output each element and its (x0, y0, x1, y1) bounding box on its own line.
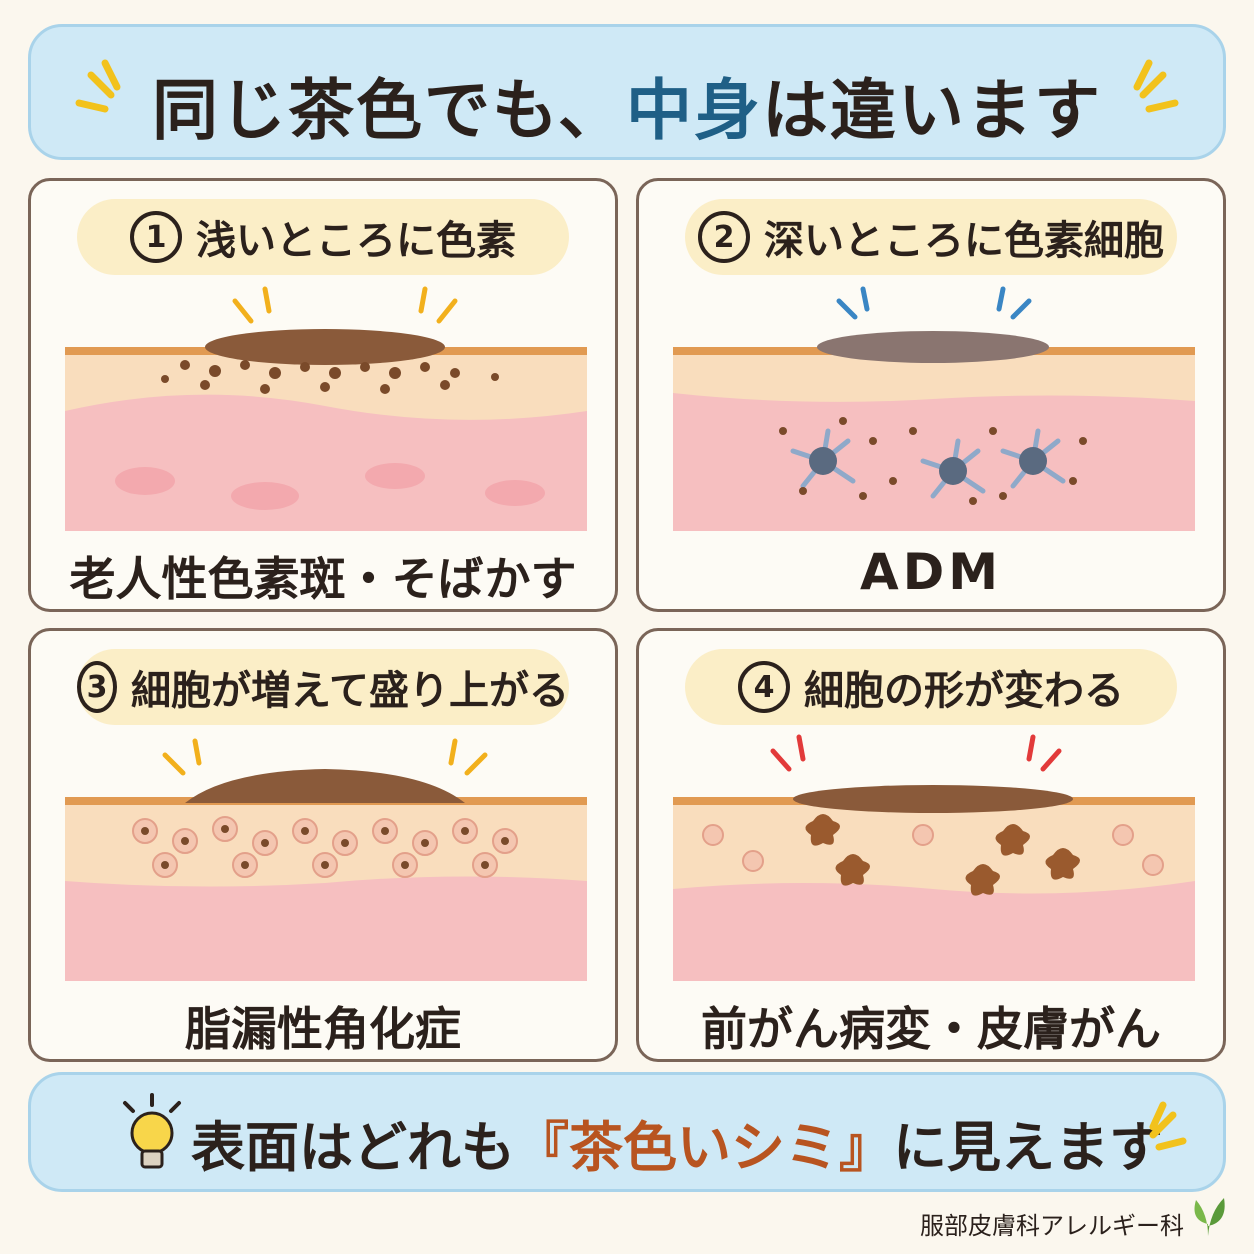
panel-caption: ADM (860, 543, 1002, 601)
panel-shallow-pigment: 1 浅いところに色素 老人性色素斑・そばかす (28, 178, 618, 612)
skin-diagram-raised (65, 738, 587, 981)
panel-header: 1 浅いところに色素 (77, 199, 569, 275)
panel-deep-pigment: 2 深いところに色素細胞 ADM (636, 178, 1226, 612)
bottom-part1: 表面はどれも (191, 1116, 515, 1179)
panel-number: 3 (77, 661, 117, 713)
leaf-icon (1194, 1198, 1225, 1236)
panel-caption: 老人性色素斑・そばかす (69, 552, 577, 606)
panel-label: 深いところに色素細胞 (764, 218, 1164, 264)
bottom-banner: 表面はどれも『茶色いシミ』に見えます (28, 1072, 1226, 1192)
panel-label: 細胞の形が変わる (804, 668, 1124, 714)
bottom-accent: 『茶色いシミ』 (515, 1116, 893, 1179)
panel-label: 細胞が増えて盛り上がる (131, 668, 569, 714)
panel-raised-cells: 3 細胞が増えて盛り上がる 脂漏性角化症 (28, 628, 618, 1062)
panel-number: 2 (698, 211, 750, 263)
skin-diagram-atypical (673, 734, 1195, 981)
title-right-sparks-icon (1133, 59, 1179, 113)
bottom-right-sparks-icon (1149, 1101, 1187, 1151)
page-title: 同じ茶色でも、中身は違います (31, 57, 1223, 153)
skin-diagram-shallow (65, 286, 587, 531)
title-part2: は違います (762, 72, 1103, 149)
panel-changed-cells: 4 細胞の形が変わる 前がん病変・皮膚がん (636, 628, 1226, 1062)
panel-number: 4 (738, 661, 790, 713)
title-left-sparks-icon (75, 59, 121, 113)
panel-caption: 脂漏性角化症 (185, 1002, 461, 1056)
title-part1: 同じ茶色でも、 (151, 72, 627, 149)
clinic-credit: 服部皮膚科アレルギー科 (920, 1212, 1184, 1240)
bottom-message: 表面はどれも『茶色いシミ』に見えます (191, 1103, 1163, 1182)
panel-header: 2 深いところに色素細胞 (685, 199, 1177, 275)
title-banner: 同じ茶色でも、中身は違います (28, 24, 1226, 160)
lightbulb-icon (123, 1093, 181, 1169)
panel-header: 4 細胞の形が変わる (685, 649, 1177, 725)
title-accent: 中身 (626, 72, 763, 149)
skin-diagram-deep (673, 286, 1195, 531)
bottom-part2: に見えます (893, 1116, 1163, 1179)
panel-header: 3 細胞が増えて盛り上がる (77, 649, 569, 725)
panel-caption: 前がん病変・皮膚がん (701, 1002, 1161, 1056)
panel-number: 1 (130, 211, 182, 263)
panel-label: 浅いところに色素 (196, 218, 516, 264)
